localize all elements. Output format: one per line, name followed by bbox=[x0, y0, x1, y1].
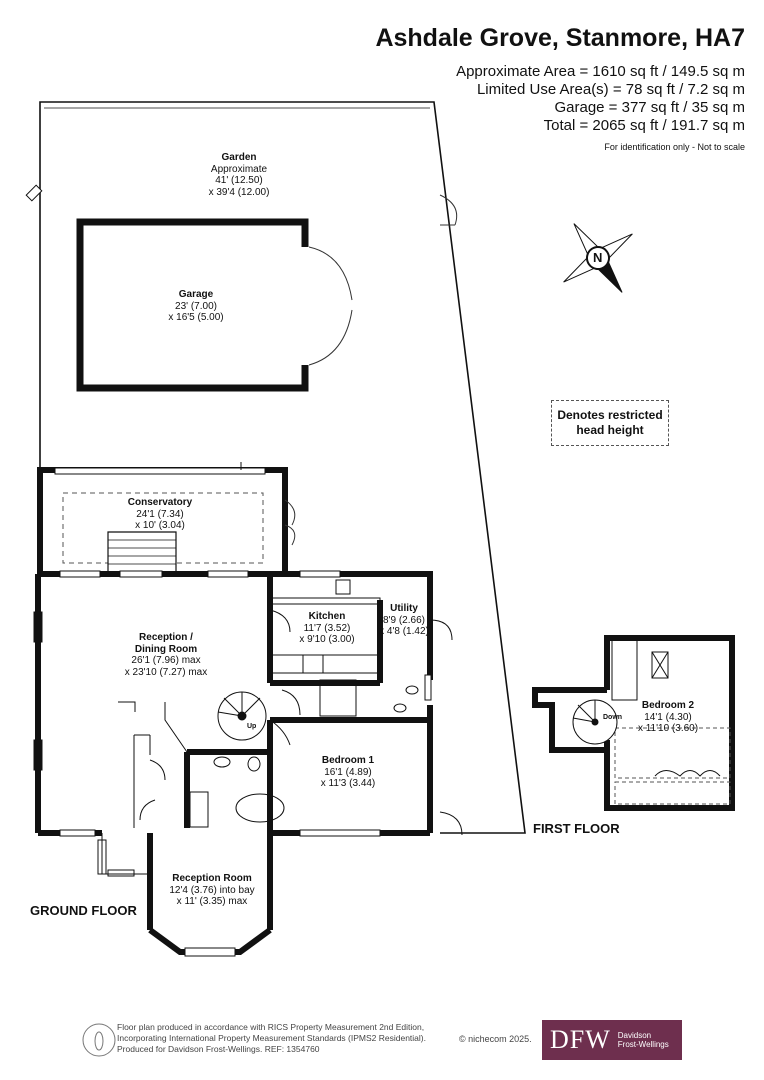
nichecom-icon bbox=[82, 1023, 116, 1057]
compass-label: N bbox=[593, 250, 603, 265]
copyright-text: © nichecom 2025. bbox=[459, 1034, 532, 1044]
legend-line-1: Denotes restricted bbox=[557, 408, 663, 422]
conservatory-walls bbox=[37, 462, 296, 577]
limited-use-area: Limited Use Area(s) = 78 sq ft / 7.2 sq … bbox=[476, 81, 745, 98]
room-label-garage: Garage 23' (7.00) x 16'5 (5.00) bbox=[168, 289, 224, 323]
gate-icon bbox=[25, 184, 43, 202]
room-label-reception-dining: Reception / Dining Room 26'1 (7.96) max … bbox=[124, 632, 208, 678]
first-floor-walls bbox=[532, 635, 735, 811]
garden-boundary bbox=[39, 101, 526, 834]
ground-floor-label: GROUND FLOOR bbox=[30, 903, 137, 918]
property-title: Ashdale Grove, Stanmore, HA7 bbox=[375, 24, 745, 52]
agency-logo: DFW Davidson Frost-Wellings bbox=[542, 1020, 682, 1060]
approximate-area: Approximate Area = 1610 sq ft / 149.5 sq… bbox=[456, 63, 745, 80]
garage-walls bbox=[76, 218, 353, 392]
stair-up-label: Up bbox=[247, 723, 257, 730]
room-label-garden: Garden Approximate 41' (12.50) x 39'4 (1… bbox=[208, 152, 270, 198]
identification-note: For identification only - Not to scale bbox=[604, 142, 745, 152]
total-area: Total = 2065 sq ft / 191.7 sq m bbox=[543, 117, 745, 134]
compass-icon bbox=[563, 223, 633, 293]
ground-floor-details bbox=[33, 570, 463, 957]
garage-area: Garage = 377 sq ft / 35 sq m bbox=[554, 99, 745, 116]
stair-down-label: Down bbox=[603, 714, 623, 721]
first-floor-details bbox=[572, 639, 731, 805]
room-label-utility: Utility 8'9 (2.66) x 4'8 (1.42) bbox=[379, 603, 429, 637]
room-label-bedroom-2: Bedroom 2 14'1 (4.30) x 11'10 (3.60) bbox=[637, 700, 699, 734]
logo-name: Davidson Frost-Wellings bbox=[617, 1031, 669, 1049]
room-label-kitchen: Kitchen 11'7 (3.52) x 9'10 (3.00) bbox=[299, 611, 355, 645]
restricted-height-legend: Denotes restricted head height bbox=[551, 400, 669, 446]
legend-line-2: head height bbox=[576, 423, 644, 437]
side-gate-icon bbox=[439, 194, 458, 226]
spiral-stair-up bbox=[217, 691, 267, 741]
room-label-bedroom-1: Bedroom 1 16'1 (4.89) x 11'3 (3.44) bbox=[320, 755, 376, 789]
first-floor-label: FIRST FLOOR bbox=[533, 821, 620, 836]
footer-disclaimer: Floor plan produced in accordance with R… bbox=[117, 1022, 426, 1054]
room-label-conservatory: Conservatory 24'1 (7.34) x 10' (3.04) bbox=[127, 497, 193, 531]
room-label-reception-room: Reception Room 12'4 (3.76) into bay x 11… bbox=[169, 873, 255, 907]
logo-mark: DFW bbox=[550, 1025, 611, 1054]
